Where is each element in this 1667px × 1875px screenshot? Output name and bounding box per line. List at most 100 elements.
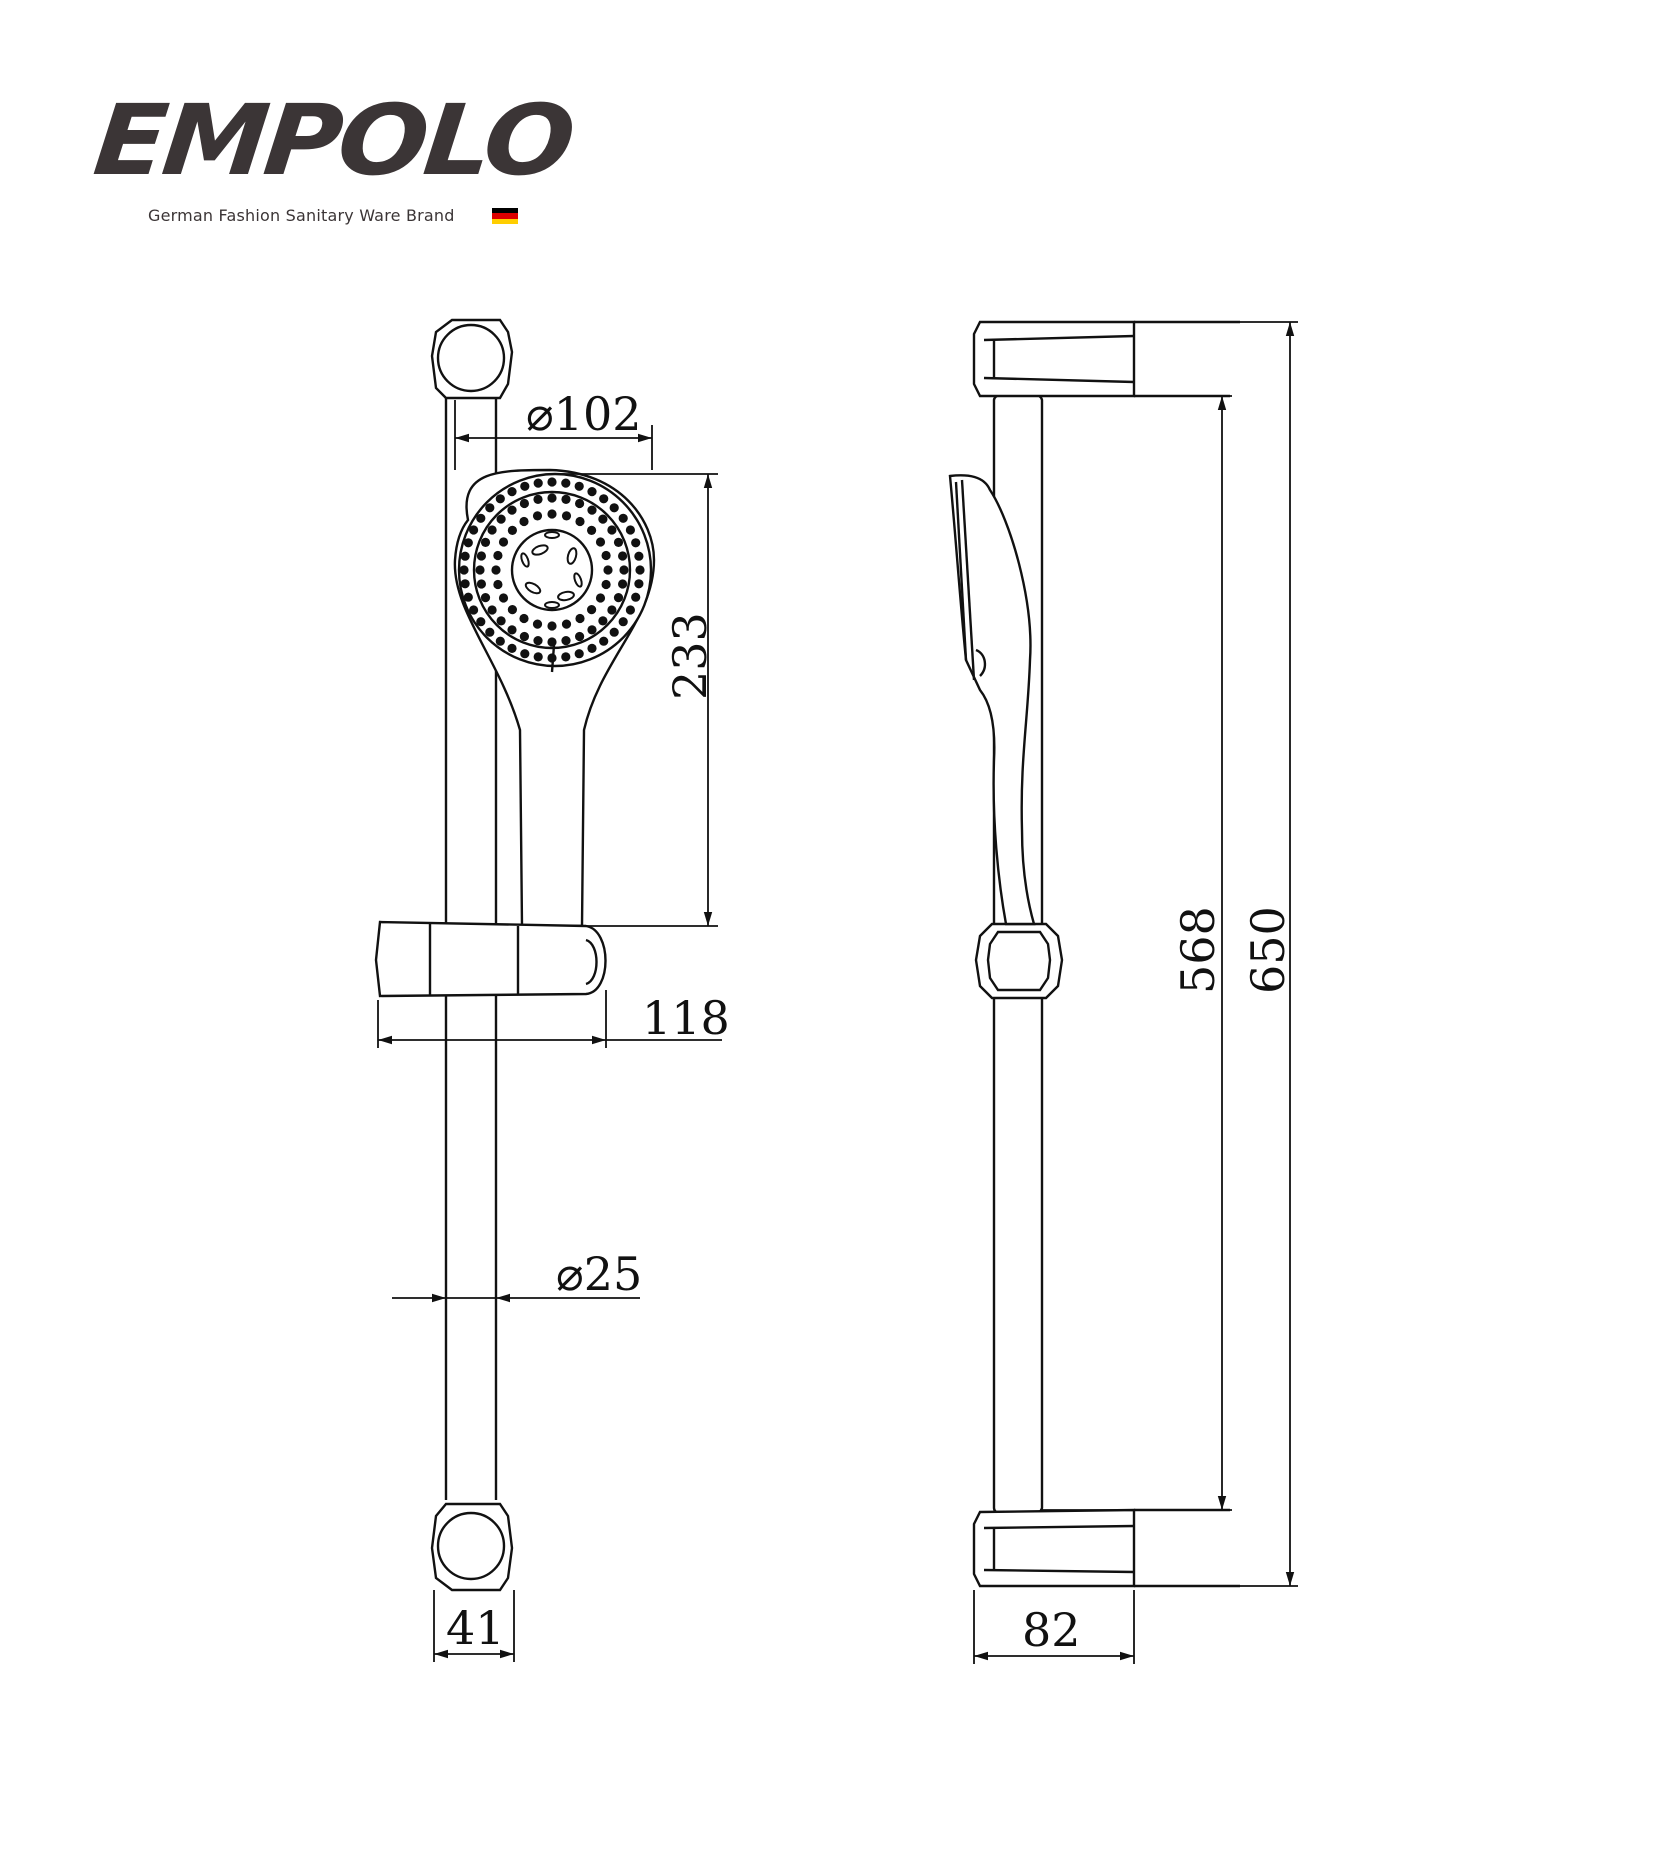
nozzle-dot [635,565,645,575]
nozzle-dot [613,537,624,548]
nozzle-dot [587,625,597,635]
nozzle-dot [496,616,506,626]
nozzle-dot [575,516,585,527]
nozzle-dot [533,652,543,662]
nozzle-dot [520,649,530,659]
front-view [374,318,722,1662]
nozzle-dot [487,525,497,535]
dim-lines-front [377,400,722,1662]
bottom-bracket [430,1502,514,1592]
nozzle-dot [561,619,572,629]
nozzle-dot [547,621,557,631]
nozzle-dot [507,487,517,497]
nozzle-dot [493,550,503,561]
dim-overall-length: 650 [1241,906,1295,994]
nozzle-dot [595,593,606,603]
nozzle-dot [507,525,517,536]
nozzle-dot [634,579,644,589]
side-bottom-bracket [972,1508,1240,1588]
nozzle-dot [547,509,557,519]
nozzle-dot [618,513,628,523]
nozzle-dot [547,653,557,663]
nozzle-dot [495,636,505,646]
nozzle-dot [533,494,543,504]
side-hand-shower [948,474,1036,926]
nozzle-dot [587,643,597,654]
nozzle-dot [476,579,486,589]
center-nozzles [520,531,583,609]
nozzle-dot [476,513,486,523]
nozzle-dot [533,478,543,488]
nozzle-dot [601,550,611,561]
dim-head-diameter: ⌀102 [526,387,642,441]
brand-logo: EMPOLO German Fashion Sanitary Ware Bran… [89,84,580,240]
nozzle-dot [561,494,571,504]
dim-handset-length: 233 [663,612,717,700]
nozzle-dot [599,636,609,646]
top-bracket [430,318,514,400]
dim-rail-diameter: ⌀25 [556,1247,642,1301]
nozzle-dot [561,636,571,646]
spray-nozzles [459,477,645,663]
dim-inner-length: 568 [1171,906,1225,994]
nozzle-dot [598,514,608,524]
nozzle-dot [496,514,506,524]
dim-bracket-width: 41 [446,1601,505,1655]
nozzle-dot [519,613,529,624]
slider-holder [374,920,607,998]
nozzle-dot [634,551,644,561]
nozzle-dot [547,493,557,503]
nozzle-dot [469,525,479,535]
nozzle-dot [476,617,486,627]
nozzle-dot [520,481,530,491]
nozzle-dot [631,592,641,602]
nozzle-dot [599,494,609,504]
nozzle-dot [561,652,571,662]
nozzle-dot [547,637,557,647]
side-top-bracket [972,320,1240,398]
nozzle-dot [613,593,624,603]
dim-bracket-depth: 82 [1022,1603,1081,1657]
nozzle-dot [609,503,619,513]
nozzle-dot [463,592,473,602]
nozzle-dot [547,477,557,487]
nozzle-dot [533,636,543,646]
nozzle-dot [601,579,611,590]
brand-tagline: German Fashion Sanitary Ware Brand [148,206,455,225]
nozzle-dot [493,579,503,590]
nozzle-dot [507,643,517,654]
nozzle-dot [485,627,495,637]
nozzle-dot [507,605,517,615]
nozzle-dot [575,613,585,624]
nozzle-dot [598,616,608,626]
nozzle-dot [476,551,486,561]
nozzle-dot [532,511,543,521]
nozzle-dot [587,525,597,536]
nozzle-dot [574,481,584,491]
nozzle-dot [460,579,470,589]
nozzle-dot [625,525,636,535]
nozzle-dot [507,505,517,515]
nozzle-dot [618,579,628,589]
nozzle-dot [469,605,479,615]
nozzle-dot [491,565,501,575]
side-view [948,320,1298,1664]
nozzle-dot [487,605,497,615]
nozzle-dot [603,565,613,575]
nozzle-dot [480,593,491,603]
nozzle-dot [625,605,636,615]
nozzle-dot [575,631,585,642]
nozzle-dot [495,494,505,504]
nozzle-dot [561,478,571,488]
nozzle-dot [575,498,585,509]
nozzle-dot [460,551,470,561]
nozzle-dot [609,627,619,637]
dim-holder-width: 118 [642,991,730,1045]
nozzle-dot [618,617,628,627]
nozzle-dot [480,537,491,548]
nozzle-dot [485,503,495,513]
nozzle-dot [574,649,584,659]
nozzle-dot [498,593,509,603]
dim-lines-side [973,321,1298,1664]
